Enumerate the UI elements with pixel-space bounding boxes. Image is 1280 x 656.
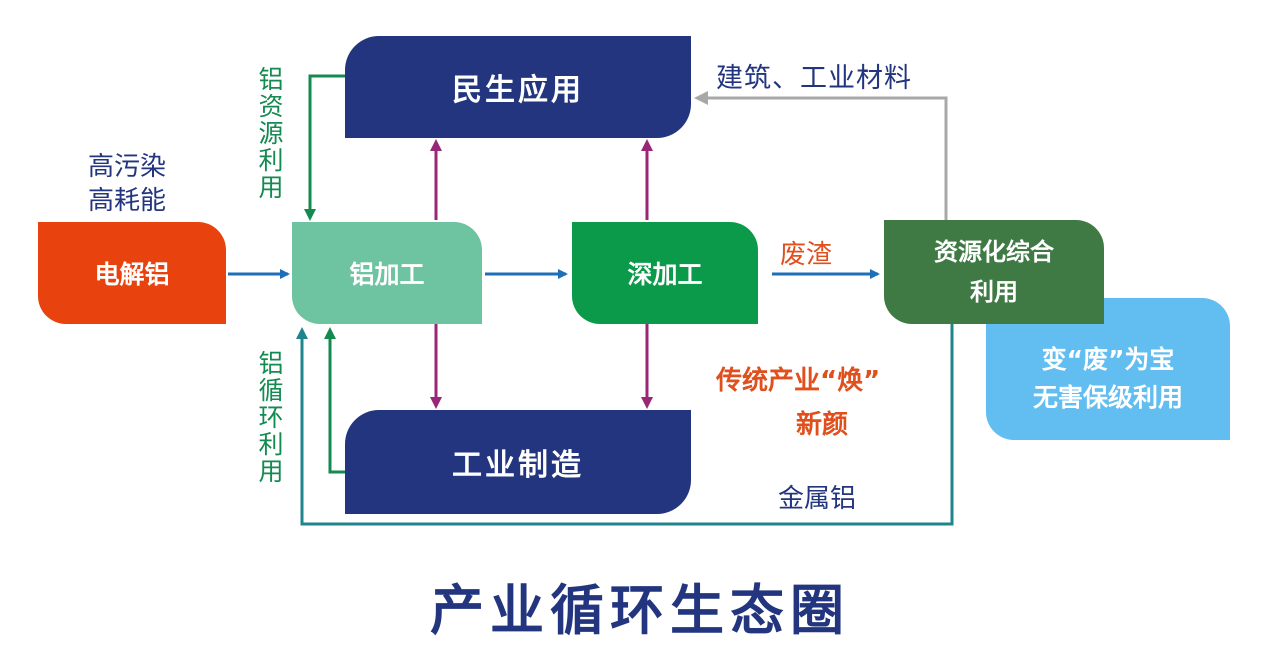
arrow-resource-to-civil: [694, 91, 948, 220]
node-resource-utilization: 资源化综合 利用: [884, 220, 1104, 324]
label-aluminum-recycling-use: 铝循环利用: [255, 350, 284, 485]
node-electrolytic-aluminum: 电解铝: [38, 222, 226, 324]
label-high-pollution: 高污染: [88, 152, 167, 182]
arrow-resource-to-processing: [296, 324, 954, 526]
node-civil-application: 民生应用: [345, 36, 691, 138]
node-deep-processing: 深加工: [572, 222, 758, 324]
node-aluminum-processing-label: 铝加工: [349, 260, 425, 289]
label-building-materials: 建筑、工业材料: [716, 63, 912, 94]
node-deep-processing-label: 深加工: [627, 260, 703, 289]
node-industrial-manufacturing: 工业制造: [345, 410, 691, 514]
node-resource-utilization-line2: 利用: [970, 278, 1018, 306]
node-aluminum-processing: 铝加工: [292, 222, 482, 324]
node-waste-to-treasure-line2: 无害保级利用: [1032, 383, 1183, 412]
label-high-energy: 高耗能: [88, 186, 167, 216]
node-electrolytic-aluminum-label: 电解铝: [94, 260, 170, 289]
label-aluminum-resource-use: 铝资源利用: [255, 66, 284, 201]
arrow-civil-to-processing: [304, 74, 345, 221]
label-metal-aluminum: 金属铝: [778, 484, 857, 514]
label-tradition-line2: 新颜: [796, 410, 849, 440]
diagram-title: 产业循环生态圈: [430, 579, 850, 642]
arrow-industrial-to-processing: [324, 327, 345, 474]
node-civil-application-label: 民生应用: [452, 73, 584, 108]
node-waste-to-treasure-line1: 变“废”为宝: [1041, 345, 1175, 374]
label-waste-slag: 废渣: [780, 240, 833, 270]
node-resource-utilization-line1: 资源化综合: [934, 238, 1054, 266]
node-industrial-manufacturing-label: 工业制造: [452, 448, 584, 483]
label-tradition-line1: 传统产业“焕”: [716, 366, 881, 396]
